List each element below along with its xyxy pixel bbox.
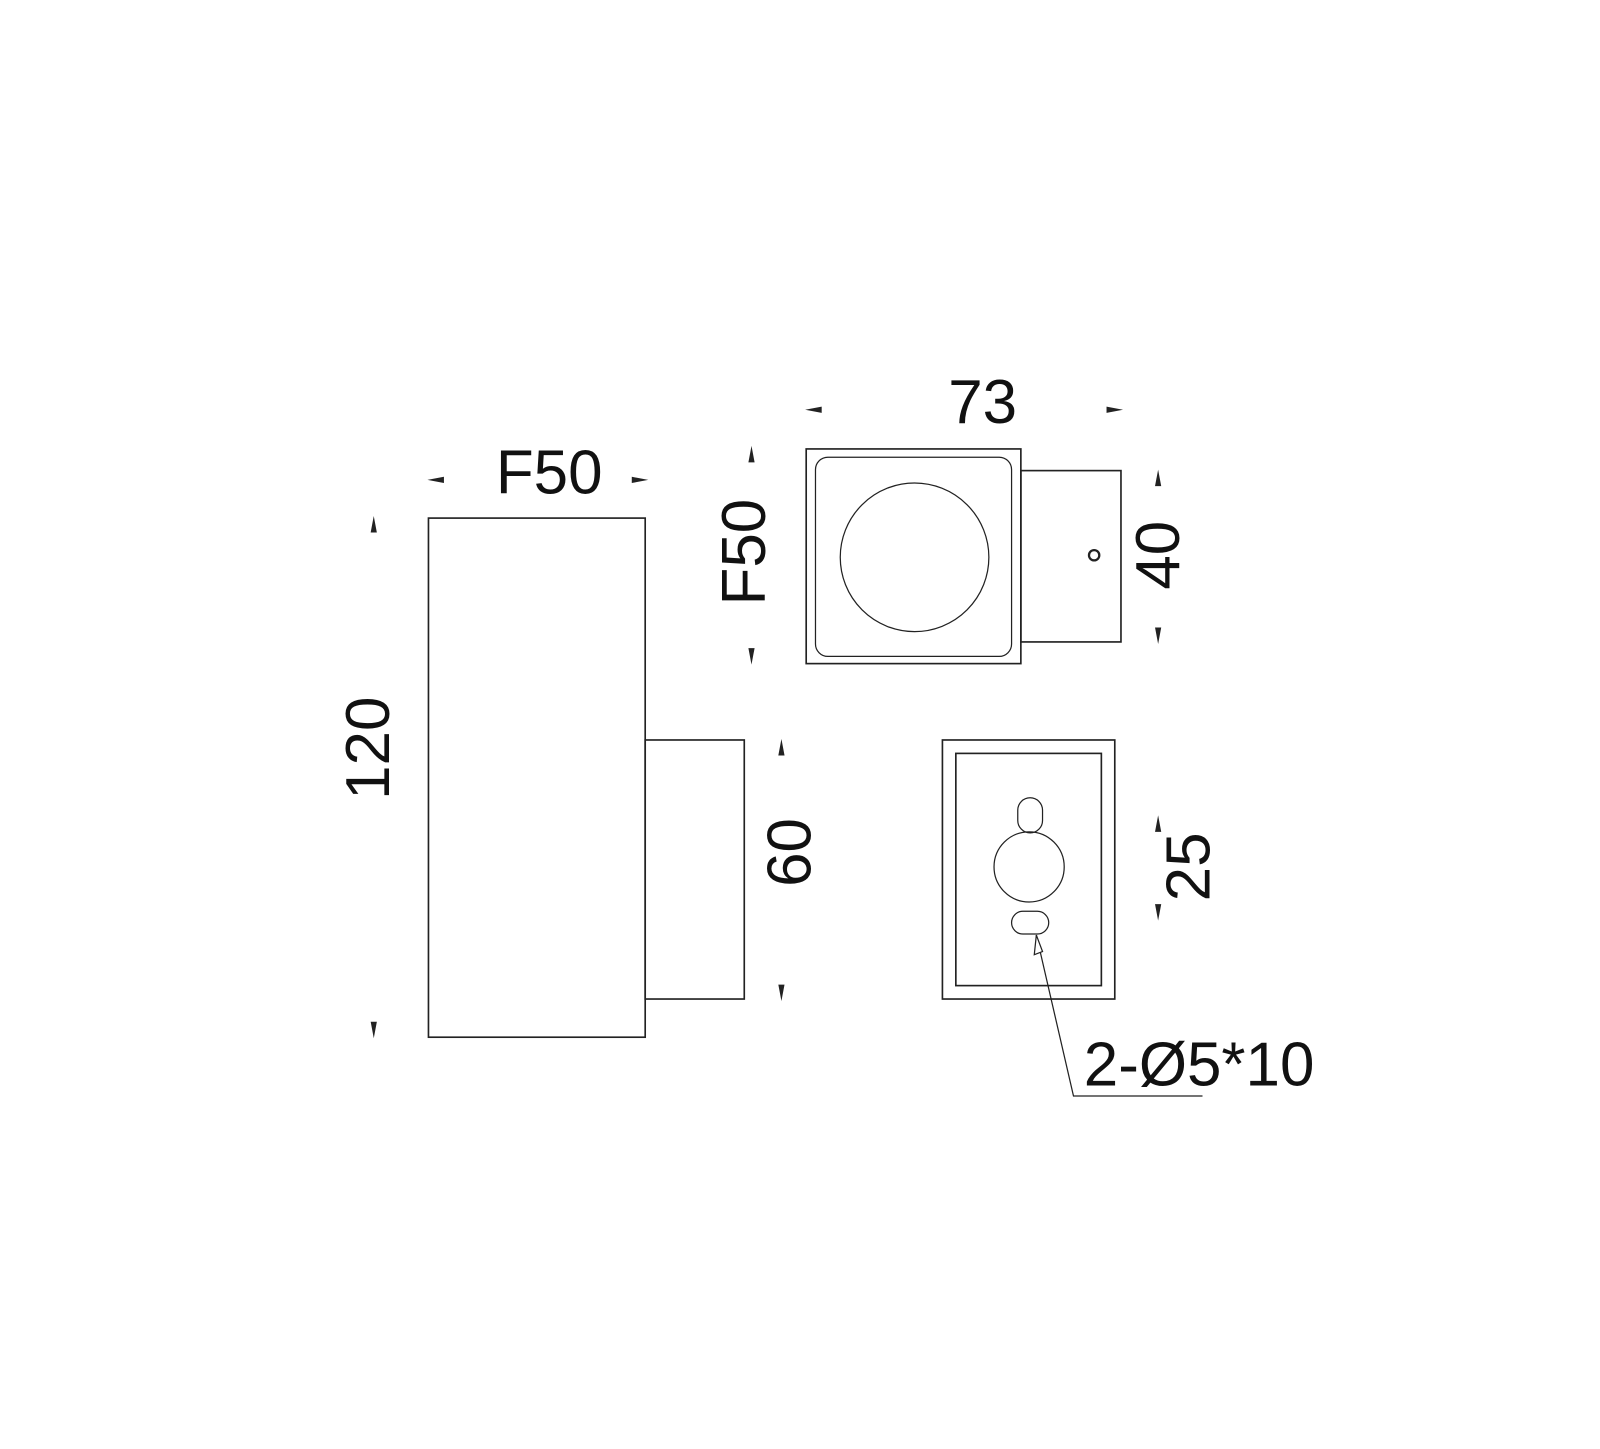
side-bracket-label: 60 [755,818,824,887]
side-view: F50 120 60 [334,438,824,1039]
dim-arrow [748,445,755,463]
cable-hole [993,831,1065,903]
dim-arrow [1155,815,1162,832]
top-width-label: 73 [948,368,1017,437]
dim-arrow [631,476,649,483]
top-depth-label: F50 [710,499,779,606]
dim-arrow [778,738,785,756]
hole-callout-label: 2-Ø5*10 [1084,1031,1315,1100]
side-bracket-outline [644,739,746,1000]
dim-arrow [1155,469,1162,487]
leader-arrowhead [1033,934,1044,956]
dim-arrow [1155,904,1162,921]
dim-arrow [748,648,755,665]
dim-arrow [805,406,822,413]
hole-spacing-label: 25 [1155,832,1224,901]
top-view: 73 F50 40 [710,368,1193,665]
slot-hole-top [1017,797,1044,834]
back-plate-outline [941,739,1116,1000]
side-body-outline [427,517,647,1039]
screw-hole [1087,548,1101,562]
dim-arrow [1155,627,1162,644]
back-view: 25 2-Ø5*10 [941,739,1315,1100]
side-width-label: F50 [496,438,603,507]
dim-arrow [370,516,377,533]
dim-arrow [1106,406,1124,413]
dim-arrow [427,476,444,483]
dim-arrow [778,984,785,1002]
side-height-label: 120 [334,697,403,800]
dim-arrow [370,1021,377,1039]
top-bracket-outline [1020,469,1122,643]
top-inner-frame [814,456,1013,658]
slot-hole-bottom [1010,910,1050,935]
leader-line [1035,934,1203,1097]
top-bracket-label: 40 [1124,521,1193,590]
lens-circle [839,482,990,633]
back-plate-inner [955,752,1103,987]
